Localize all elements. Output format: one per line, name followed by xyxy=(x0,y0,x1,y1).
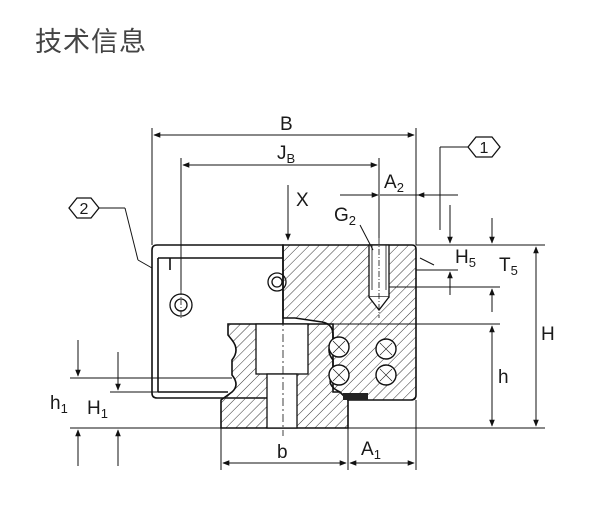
label-B: B xyxy=(280,114,293,135)
label-A2: A2 xyxy=(384,172,404,195)
label-H1: H1 xyxy=(87,398,108,421)
tapped-hole-g2 xyxy=(368,238,390,318)
label-A1: A1 xyxy=(361,439,381,462)
label-H: H xyxy=(541,324,555,345)
label-H5: H5 xyxy=(455,247,476,270)
seal-strip xyxy=(343,393,368,400)
rail-bolt-hole xyxy=(255,318,309,436)
label-JB: JB xyxy=(277,143,295,166)
label-b: b xyxy=(277,442,288,463)
callout-1: 1 xyxy=(467,136,501,158)
label-T5: T5 xyxy=(499,255,518,278)
label-G2: G2 xyxy=(334,205,356,228)
svg-text:1: 1 xyxy=(480,140,489,157)
screw-hole-left xyxy=(169,290,193,320)
dimension-lines xyxy=(70,128,545,470)
page-title: 技术信息 xyxy=(35,27,147,58)
svg-text:2: 2 xyxy=(80,201,89,218)
label-h: h xyxy=(498,367,509,388)
label-X: X xyxy=(296,190,309,211)
callout-2: 2 xyxy=(68,197,100,219)
label-h1: h1 xyxy=(50,393,68,416)
